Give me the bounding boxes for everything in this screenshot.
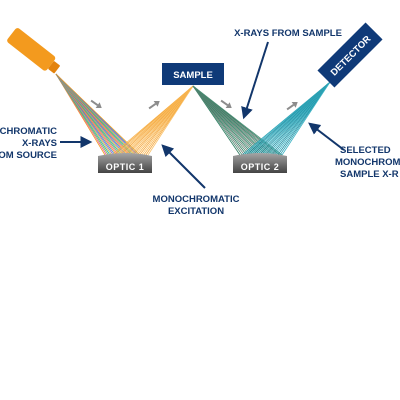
optic-2-label: OPTIC 2 bbox=[241, 162, 280, 172]
selected-label-line-2: MONOCHROM bbox=[335, 157, 400, 168]
sample-box: SAMPLE bbox=[162, 63, 224, 85]
optic-1-label: OPTIC 1 bbox=[106, 162, 145, 172]
gray-arrow-icon bbox=[90, 99, 298, 111]
optic-1: OPTIC 1 bbox=[98, 153, 152, 173]
source-label-line-3: OM SOURCE bbox=[0, 150, 57, 161]
excitation-label-line-1: MONOCHROMATIC bbox=[153, 194, 240, 205]
source-label-line-2: X-RAYS bbox=[22, 138, 57, 149]
optic-2: OPTIC 2 bbox=[233, 153, 287, 173]
selected-label-line-3: SAMPLE X-R bbox=[340, 169, 399, 180]
sample-label: SAMPLE bbox=[173, 70, 213, 81]
sample-ray bbox=[192, 85, 283, 156]
excitation-label-line-2: EXCITATION bbox=[168, 206, 224, 217]
source-label: CHROMATIC X-RAYS OM SOURCE bbox=[0, 126, 57, 161]
selected-ray bbox=[281, 81, 331, 156]
polychromatic-ray bbox=[55, 73, 141, 156]
source-label-line-1: CHROMATIC bbox=[0, 126, 57, 137]
x-ray-beams bbox=[55, 73, 331, 156]
navy-arrow-icon bbox=[60, 41, 345, 189]
from-sample-label: X-RAYS FROM SAMPLE bbox=[234, 28, 342, 39]
x-ray-source-tube-icon bbox=[7, 28, 60, 74]
excitation-ray bbox=[147, 85, 194, 156]
selected-label: SELECTED MONOCHROM SAMPLE X-R bbox=[335, 145, 400, 180]
selected-label-line-1: SELECTED bbox=[340, 145, 391, 156]
excitation-label: MONOCHROMATIC EXCITATION bbox=[153, 194, 240, 217]
